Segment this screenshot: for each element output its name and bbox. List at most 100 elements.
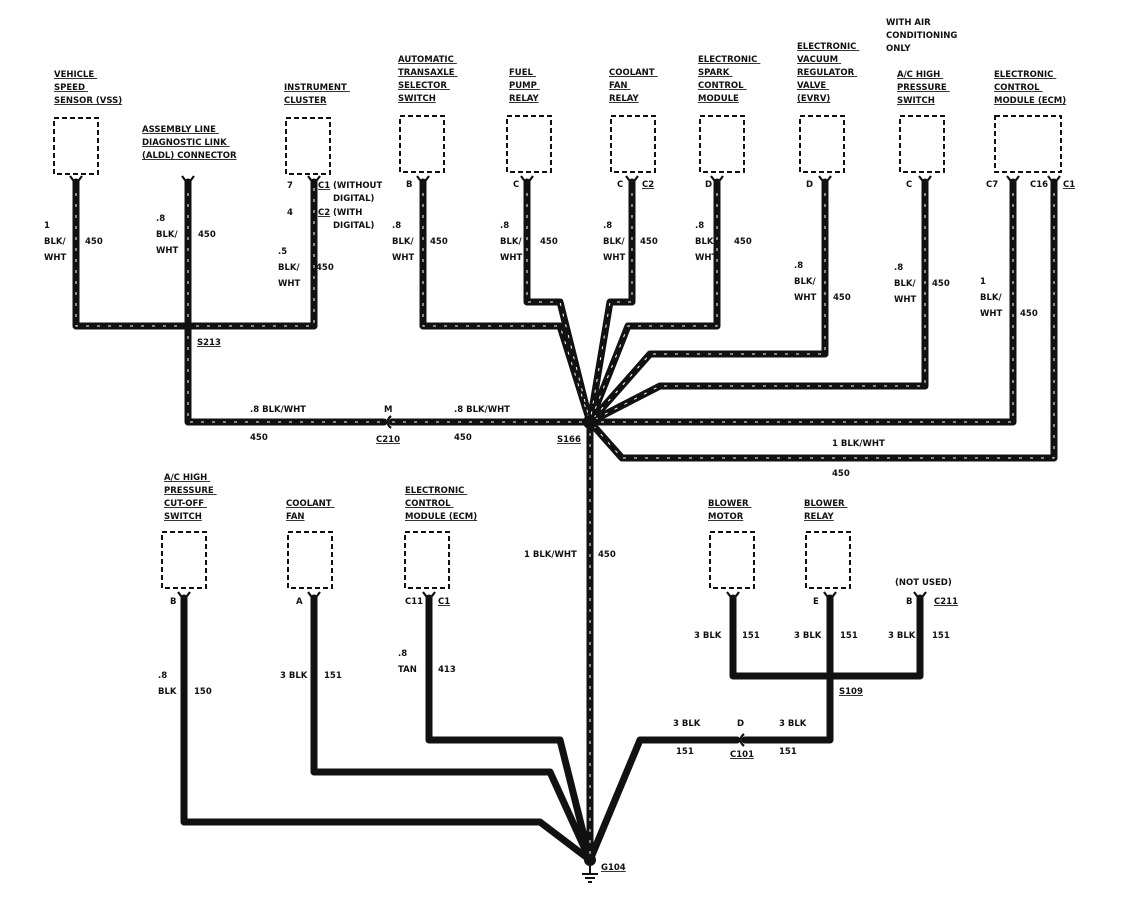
cluster-connector-c1: C1 [318,181,330,191]
vss-wire-label: 1 BLK/ WHT [44,221,69,263]
ac-high-box [899,115,945,173]
coolant-fan-box [287,531,333,589]
blower-relay-box [805,531,851,589]
wire-coolant-relay [586,178,636,426]
s213-splice [183,321,193,331]
wire-c211 [826,594,924,680]
not-used-note: (NOT USED) [895,578,952,588]
ecm-c16-circuit: 450 [832,469,850,479]
evrv-circuit: 450 [833,293,851,303]
vss-label: VEHICLE SPEED SENSOR (VSS) [54,70,122,106]
coolant-fan-wire: 3 BLK [280,671,308,681]
spark-wire-label: .8 BLK/ WHT [695,221,720,263]
digital-note: DIGITAL) [333,194,374,204]
s109-splice [825,671,835,681]
ac-cutoff-box [161,531,207,589]
wire-ac-cutoff [180,594,594,864]
fuel-pump-circuit: 450 [540,237,558,247]
blower-motor-circuit: 151 [742,631,760,641]
ecm-circuit: 450 [1020,309,1038,319]
transaxle-label: AUTOMATIC TRANSAXLE SELECTOR SWITCH [398,55,457,104]
wire-evrv [586,178,829,426]
c101-right-wire: 3 BLK [779,719,807,729]
s166-splice [583,415,597,429]
blower-relay-label: BLOWER RELAY [804,499,848,522]
aldl-trunk-wire: .8 BLK/WHT [250,405,306,415]
evrv-pin: D [806,180,813,190]
ac-high-label: A/C HIGH PRESSURE SWITCH [897,70,950,106]
ecm-top-label: ELECTRONIC CONTROL MODULE (ECM) [994,70,1066,106]
vss-box [53,117,99,175]
vss-circuit: 450 [85,237,103,247]
c101-left-wire: 3 BLK [673,719,701,729]
wire-labels: 1 BLK/ WHT 450 .8 BLK/ WHT 450 .5 BLK/ W… [44,214,1038,757]
g104-label: G104 [601,863,626,873]
wire-transaxle [419,178,594,426]
ground-trunk-wire: 1 BLK/WHT [524,550,577,560]
blower-motor-label: BLOWER MOTOR [708,499,752,522]
transaxle-pin: B [406,180,412,190]
c101-pin-d: D [737,719,744,729]
ecm-pin-c11: C11 [405,597,423,607]
ac-cutoff-label: A/C HIGH PRESSURE CUT-OFF SWITCH [164,473,217,522]
aldl-circuit: 450 [198,230,216,240]
c211-wire: 3 BLK [888,631,916,641]
blower-motor-box [709,531,755,589]
component-boxes [53,115,1062,589]
cluster-label: INSTRUMENT CLUSTER [284,83,350,106]
blower-relay-wire: 3 BLK [794,631,822,641]
cluster-connector-c2: C2 [318,208,330,218]
ecm-wire-label: 1 BLK/ WHT [980,277,1005,319]
wires [72,178,1058,864]
g104-splice [584,854,596,866]
cluster-circuit: 450 [316,263,334,273]
wire-coolant-fan [310,594,594,864]
ac-high-wire-label: .8 BLK/ WHT [894,263,919,305]
coolant-relay-connector: C2 [642,180,654,190]
component-labels: VEHICLE SPEED SENSOR (VSS) ASSEMBLY LINE… [54,18,1066,522]
ecm-connector-c1: C1 [1063,180,1075,190]
wire-aldl [184,178,388,426]
fuel-pump-wire-label: .8 BLK/ WHT [500,221,525,263]
transaxle-circuit: 450 [430,237,448,247]
ecm-bottom-connector-c1: C1 [438,597,450,607]
coolant-relay-box [610,115,656,173]
ac-cutoff-pin: B [170,597,176,607]
ac-cutoff-circuit: 150 [194,687,212,697]
c101-left-circuit: 151 [676,747,694,757]
spark-label: ELECTRONIC SPARK CONTROL MODULE [698,55,760,104]
c101-label: C101 [730,750,754,760]
ac-high-pin: C [906,180,912,190]
c210-connector-symbol [386,415,392,429]
ecm-pin-c16: C16 [1030,180,1048,190]
transaxle-wire-label: .8 BLK/ WHT [392,221,417,263]
cluster-pin-7: 7 [287,181,293,191]
transaxle-box [399,115,445,173]
coolant-relay-label: COOLANT FAN RELAY [609,68,658,104]
evrv-wire-label: .8 BLK/ WHT [794,261,819,303]
splice-points [183,321,835,866]
without-note: (WITHOUT [333,181,382,191]
ecm-c16-wire: 1 BLK/WHT [832,439,885,449]
wire-ecm-c16 [586,178,1058,462]
cluster-box [285,117,331,175]
digital-note-2: DIGITAL) [333,221,374,231]
c101-connector-symbol [739,733,745,747]
ecm-bottom-wire-label: .8 TAN [398,649,417,675]
c101-right-circuit: 151 [779,747,797,757]
wire-ecm-c11 [425,594,594,864]
ecm-pin-c7: C7 [986,180,998,190]
fuel-pump-box [506,115,552,173]
aldl-label: ASSEMBLY LINE DIAGNOSTIC LINK (ALDL) CON… [142,125,237,161]
ecm-bottom-circuit: 413 [438,665,456,675]
fuel-pump-label: FUEL PUMP RELAY [509,68,540,104]
coolant-relay-circuit: 450 [640,237,658,247]
ecm-bottom-box [404,531,450,589]
ac-cutoff-wire-label: .8 BLK [158,671,177,697]
evrv-box [799,115,845,173]
c211-connector: C211 [934,597,958,607]
c210-label: C210 [376,435,400,445]
ecm-top-box [994,115,1062,173]
c210-trunk-wire: .8 BLK/WHT [454,405,510,415]
